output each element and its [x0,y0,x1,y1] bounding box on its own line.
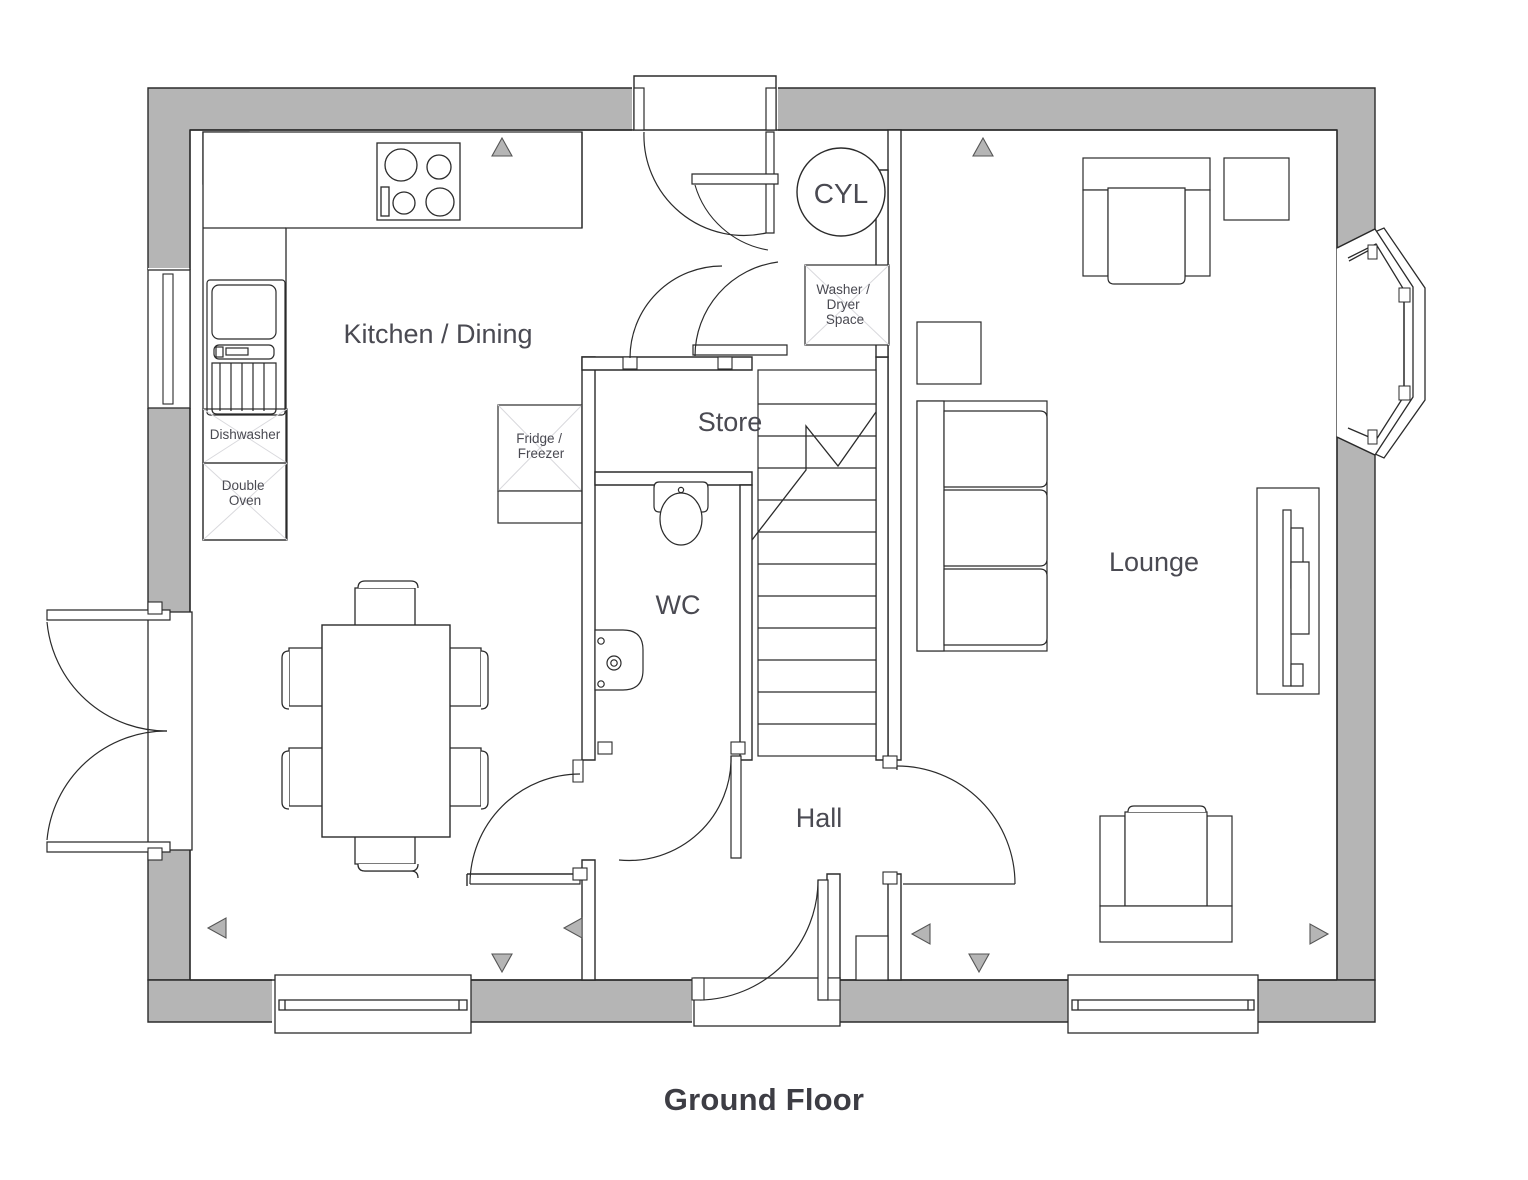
front-door-threshold [693,977,841,1027]
staircase-up [751,369,877,757]
direction-markers [206,136,1330,974]
hob-4-burner [376,142,461,221]
fridge-freezer-space [497,404,583,524]
cylinder-label: CYL [814,178,868,209]
room-label-lounge: Lounge [1109,547,1199,577]
rear-entrance-door [633,75,779,251]
direction-marker-right [1309,923,1330,945]
store-hall-door [629,265,723,359]
double-oven-label: Double Oven [222,478,269,508]
lounge-bay-window [1336,227,1426,459]
room-label-hall: Hall [796,803,843,833]
store-door [622,261,788,370]
internal-walls [581,129,902,981]
room-labels: Kitchen / Dining Store WC Hall Lounge CY… [343,178,1199,833]
kitchen-partition-lower [466,873,582,886]
kitchen-side-window [147,269,191,409]
kitchen-sink-with-drainer [206,279,286,416]
direction-marker-up [972,136,994,157]
room-label-store: Store [698,407,763,437]
lounge-armchair-bottom [1099,805,1233,943]
lounge-side-table [1223,157,1290,221]
lounge-hall-door [882,755,1016,885]
wc-basin [594,629,644,691]
washer-dryer-space [804,264,890,346]
direction-marker-left [206,917,227,939]
wc-toilet [653,481,709,546]
kitchen-hall-door [469,759,588,885]
page-title: Ground Floor [663,1082,865,1117]
lounge-three-seat-sofa [916,400,1048,652]
lounge-side-table-mid [916,321,982,385]
room-label-wc: WC [656,590,701,620]
dishwasher-label: Dishwasher [210,427,281,442]
washer-dryer-label: Washer / Dryer Space [816,282,873,327]
french-doors-kitchen [46,601,193,861]
double-oven-space [202,462,288,541]
room-label-kitchen-dining: Kitchen / Dining [343,319,532,349]
direction-marker-left [562,917,583,939]
hot-water-cylinder [796,147,886,237]
direction-marker-down [968,953,990,974]
lounge-armchair [1082,157,1211,285]
dining-table-6-chairs [281,580,489,879]
direction-marker-left [910,923,931,945]
lounge-front-window [1067,974,1259,1034]
wc-door [597,741,746,862]
kitchen-front-window [274,974,472,1034]
appliance-labels: Washer / Dryer Space Fridge / Freezer Di… [210,282,873,508]
dishwasher-space [202,408,288,464]
lounge-television [1256,487,1320,695]
direction-marker-up [491,136,513,157]
direction-marker-down [491,953,513,974]
front-entrance-door [691,879,889,1001]
fridge-freezer-label: Fridge / Freezer [516,431,566,461]
